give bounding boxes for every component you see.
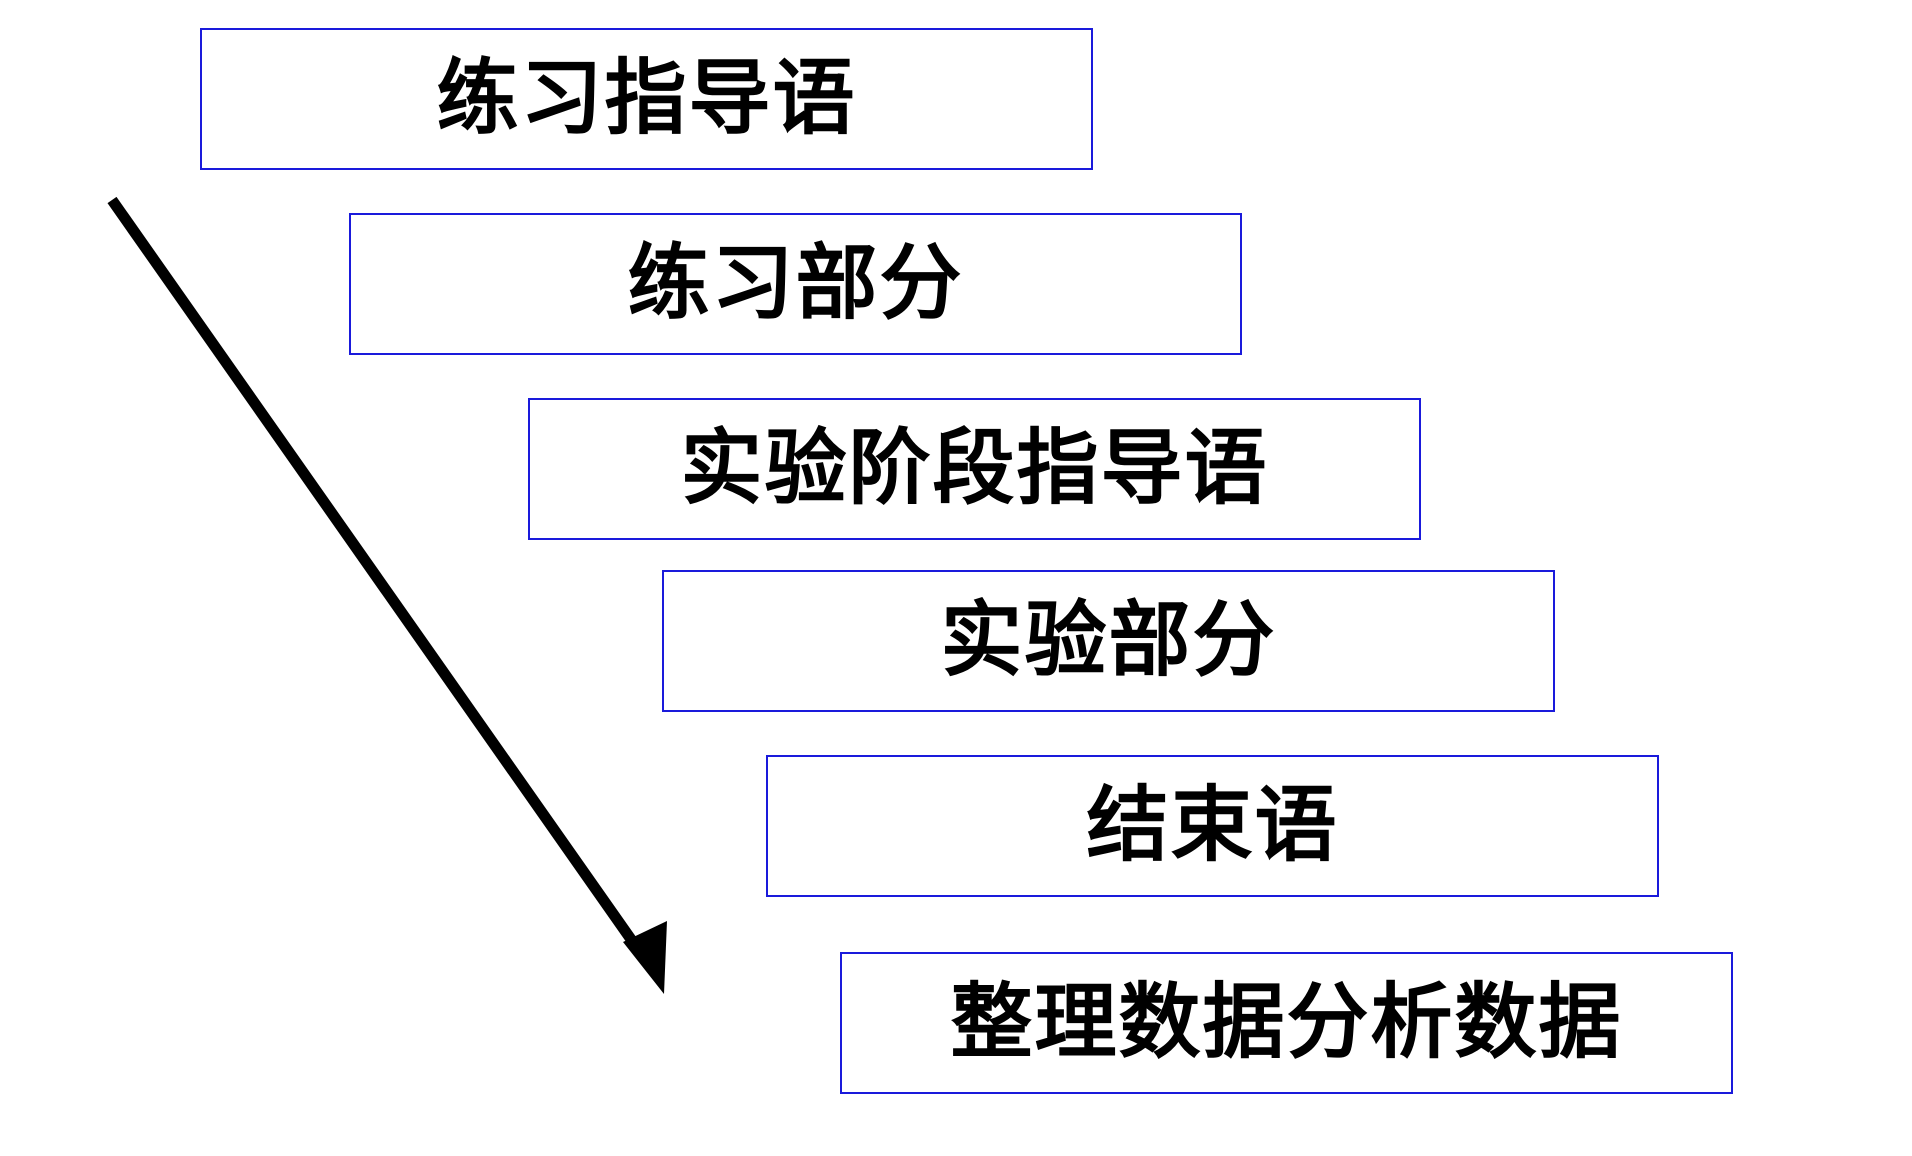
step-label: 练习指导语 [436, 51, 857, 146]
step-box-practice-instructions: 练习指导语 [200, 28, 1093, 170]
step-label: 实验阶段指导语 [680, 421, 1269, 516]
step-label: 实验部分 [940, 593, 1277, 688]
step-box-experiment-instructions: 实验阶段指导语 [528, 398, 1421, 540]
step-box-experiment-section: 实验部分 [662, 570, 1555, 712]
step-box-data-analysis: 整理数据分析数据 [840, 952, 1733, 1094]
step-box-closing-remarks: 结束语 [766, 755, 1659, 897]
arrow-head-icon [623, 921, 667, 994]
step-label: 结束语 [1086, 778, 1339, 873]
step-box-practice-section: 练习部分 [349, 213, 1242, 355]
step-label: 整理数据分析数据 [950, 975, 1623, 1070]
step-label: 练习部分 [627, 236, 964, 331]
